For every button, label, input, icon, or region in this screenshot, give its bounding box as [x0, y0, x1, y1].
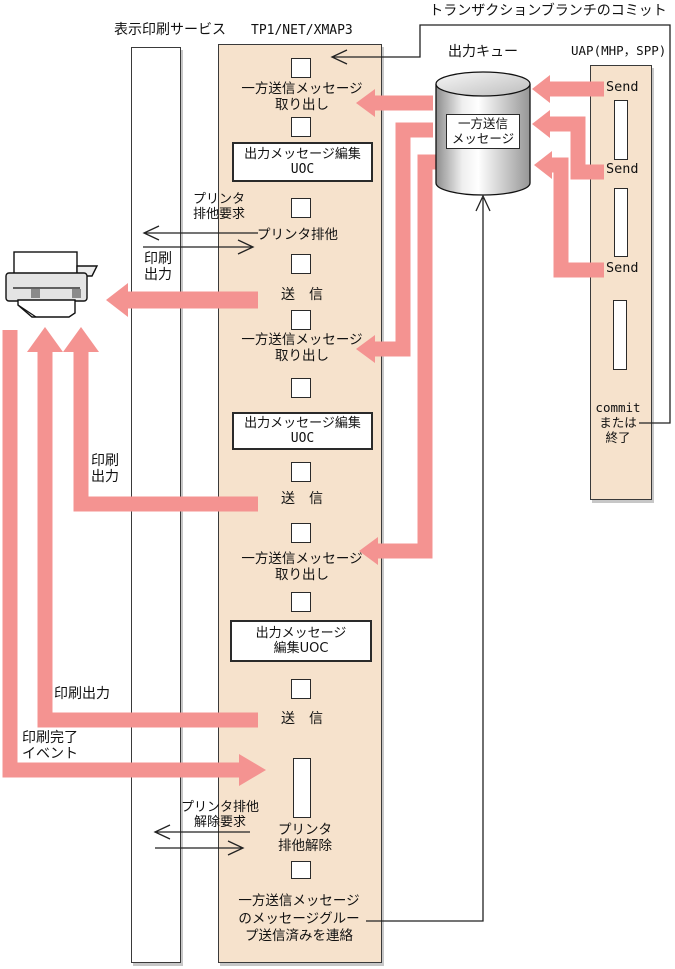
printer-lock-label: プリンタ排他 — [257, 227, 338, 243]
lock-request-line1: プリンタ — [192, 192, 245, 207]
commit-bracket-line — [330, 24, 671, 424]
printer-icon — [5, 251, 99, 318]
print-complete-label: 印刷完了 イベント — [22, 730, 78, 762]
arrow-print-complete-event — [2, 330, 266, 786]
arrow-queue-to-retrieve2 — [356, 122, 433, 363]
notify-line2: のメッセージグルー — [238, 910, 360, 927]
event-square-5 — [291, 310, 311, 330]
uoc2-line2: UOC — [290, 431, 315, 446]
uoc2-line1: 出力メッセージ編集 — [244, 416, 361, 431]
print-output2-line1: 印刷 — [91, 453, 119, 469]
printer-lock-request-arrow — [142, 225, 258, 241]
queue-title: 出力キュー — [448, 44, 518, 60]
printer-unlock-label: プリンタ 排他解除 — [267, 822, 343, 854]
event-square-9 — [291, 592, 311, 612]
uoc3-line1: 出力メッセージ — [255, 626, 347, 641]
group-sent-notify-label: 一方送信メッセージ のメッセージグルー プ送信済みを連絡 — [224, 893, 374, 946]
event-square-3 — [291, 198, 311, 218]
uap-send2-label: Send — [606, 161, 639, 177]
notify-line1: 一方送信メッセージ — [238, 893, 360, 909]
event-square-10 — [291, 679, 311, 699]
retrieve1-line2: 取り出し — [275, 97, 329, 113]
tp1-lane-title: TP1/NET/XMAP3 — [251, 23, 353, 38]
lock-request-label: プリンタ 排他要求 — [183, 192, 255, 222]
print-complete-line1: 印刷完了 — [22, 730, 78, 746]
printer-unlock-line1: プリンタ — [278, 822, 332, 838]
arrow-send-to-printer2 — [63, 327, 258, 512]
print-complete-line2: イベント — [22, 746, 78, 762]
printer-unlock-request-arrow — [153, 824, 250, 840]
unlock-request-line1: プリンタ排他 — [180, 800, 259, 815]
arrow-send-to-printer1 — [106, 283, 258, 317]
send3-label: 送 信 — [281, 711, 323, 727]
retrieve3-line2: 取り出し — [275, 567, 329, 583]
unlock-request-line2: 解除要求 — [193, 814, 246, 830]
event-square-4 — [291, 254, 311, 274]
uoc-box-1: 出力メッセージ編集 UOC — [232, 142, 373, 182]
event-square-2 — [291, 117, 311, 137]
printer-lock-reply-arrow — [143, 239, 255, 255]
retrieve1-line1: 一方送信メッセージ — [241, 81, 363, 97]
printer-unlock-reply-arrow — [155, 840, 245, 856]
arrow-send2-to-queue — [532, 110, 604, 180]
event-square-1 — [291, 58, 311, 78]
event-square-11 — [291, 861, 311, 879]
retrieve3-line1: 一方送信メッセージ — [241, 551, 363, 567]
print-output1-label: 印刷 出力 — [141, 251, 175, 283]
commit-line3: 終了 — [605, 430, 631, 445]
uoc1-line1: 出力メッセージ編集 — [244, 147, 361, 162]
arrow-queue-to-retrieve3 — [359, 154, 436, 565]
lock-request-line2: 排他要求 — [192, 206, 245, 222]
print-output2-label: 印刷 出力 — [88, 453, 122, 485]
retrieve2-line2: 取り出し — [275, 348, 329, 364]
uoc-box-2: 出力メッセージ編集 UOC — [232, 412, 373, 450]
group-sent-notify-line — [366, 194, 491, 922]
notify-line3: プ送信済みを連絡 — [245, 928, 353, 944]
event-square-8 — [291, 523, 311, 543]
retrieve3-label: 一方送信メッセージ 取り出し — [222, 551, 382, 583]
queue-message-line1: 一方送信 — [457, 116, 508, 131]
event-square-7 — [291, 462, 311, 482]
uap-activation-bar-1 — [614, 100, 628, 160]
uoc3-line2: 編集UOC — [273, 641, 329, 656]
event-square-6 — [291, 378, 311, 398]
uap-commit-label: commit または 終了 — [592, 400, 644, 445]
service-lane-title: 表示印刷サービス — [114, 22, 226, 38]
retrieve1-label: 一方送信メッセージ 取り出し — [222, 81, 382, 113]
uap-activation-bar-3 — [613, 300, 627, 370]
send2-label: 送 信 — [281, 491, 323, 507]
queue-message-line2: メッセージ — [451, 130, 515, 146]
unlock-request-label: プリンタ排他 解除要求 — [178, 800, 262, 830]
uap-send3-label: Send — [606, 260, 639, 276]
retrieve2-label: 一方送信メッセージ 取り出し — [222, 332, 382, 364]
uap-send1-label: Send — [606, 79, 639, 95]
arrow-send1-to-queue — [532, 75, 604, 103]
uap-activation-bar-2 — [614, 188, 628, 257]
uap-lane-title: UAP(MHP，SPP) — [571, 43, 667, 58]
print-output2-line2: 出力 — [91, 469, 119, 485]
uoc-box-3: 出力メッセージ 編集UOC — [230, 620, 372, 662]
uoc1-line2: UOC — [290, 162, 315, 177]
transaction-commit-title: トランザクションブランチのコミット — [429, 3, 667, 19]
printer-unlock-line2: 排他解除 — [278, 838, 332, 854]
commit-line1: commit — [595, 400, 641, 415]
commit-line2: または — [599, 415, 637, 430]
arrow-send3-to-queue — [534, 151, 604, 278]
arrow-queue-to-retrieve1 — [356, 89, 433, 117]
print-output1-line2: 出力 — [144, 267, 172, 283]
print-output3-label: 印刷出力 — [54, 686, 110, 702]
send1-label: 送 信 — [281, 287, 323, 303]
queue-message-box: 一方送信 メッセージ — [446, 114, 520, 149]
unlock-activation-bar — [293, 758, 311, 818]
retrieve2-line1: 一方送信メッセージ — [241, 332, 363, 348]
arrow-send-to-printer3 — [27, 327, 258, 728]
print-output1-line1: 印刷 — [144, 251, 172, 267]
